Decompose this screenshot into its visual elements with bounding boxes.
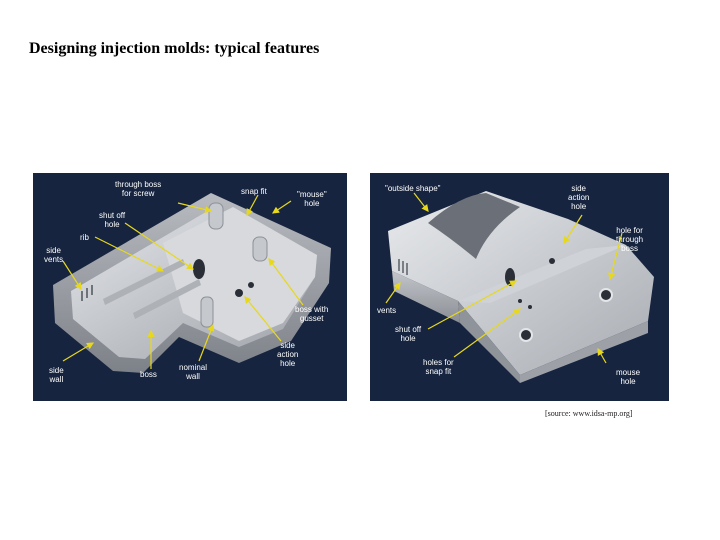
- outside-shape-scoop: [428, 193, 520, 259]
- boss-shape: [200, 296, 214, 328]
- part-interior-figure: through boss for screw snap fit "mouse" …: [33, 173, 347, 401]
- through-boss-hole-shape: [599, 288, 613, 302]
- shut-off-hole-shape: [193, 259, 205, 279]
- gusset-boss-shape: [252, 236, 268, 262]
- rib-shape: [103, 259, 185, 305]
- label-side-action-hole-right: side action hole: [568, 184, 590, 211]
- callout-arrows: [385, 192, 623, 364]
- label-outside-shape: "outside shape": [385, 184, 441, 193]
- side-action-hole-shape: [505, 268, 515, 286]
- label-side-vents: side vents: [44, 246, 64, 264]
- label-mouse-hole: "mouse" hole: [297, 190, 327, 208]
- source-citation: [source: www.idsa-mp.org]: [545, 409, 633, 418]
- callout-arrows: [62, 194, 304, 369]
- label-holes-for-snap-fit: holes for snap fit: [423, 358, 454, 376]
- label-mouse-hole-right: mouse hole: [616, 368, 641, 386]
- vents-shape: [398, 259, 408, 275]
- part-interior-illustration: [53, 193, 331, 373]
- label-hole-for-through-boss: hole for through boss: [616, 226, 644, 253]
- label-through-boss: through boss for screw: [115, 180, 162, 198]
- label-side-action-hole: side action hole: [277, 341, 299, 368]
- label-boss-with-gusset: boss with gusset: [295, 305, 329, 323]
- label-boss: boss: [140, 370, 157, 379]
- page-title: Designing injection molds: typical featu…: [29, 40, 320, 57]
- label-rib: rib: [80, 233, 89, 242]
- through-boss-shape: [208, 202, 224, 230]
- label-vents: vents: [377, 306, 397, 315]
- label-shut-off-hole: shut off hole: [99, 211, 126, 229]
- side-vents-shape: [81, 285, 93, 301]
- label-side-wall: side wall: [49, 366, 64, 384]
- label-nominal-wall: nominal wall: [179, 363, 208, 381]
- label-snap-fit: snap fit: [241, 187, 267, 196]
- label-shut-off-hole-right: shut off hole: [395, 325, 422, 343]
- part-exterior-figure: "outside shape" side action hole hole fo…: [370, 173, 669, 401]
- part-exterior-illustration: [385, 191, 654, 383]
